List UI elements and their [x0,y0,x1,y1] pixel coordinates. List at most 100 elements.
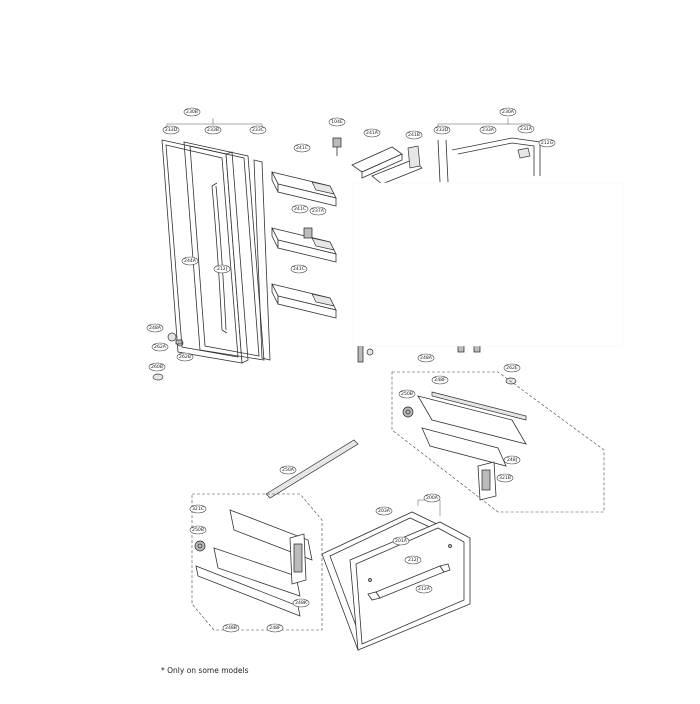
left-rail-bracket-slot [293,543,303,573]
label-text: 233D [165,127,178,133]
right-rail-upper-edge [431,391,527,421]
right-rail-bracket-slot [481,469,491,491]
part-label-p248a: 248A [146,323,164,333]
right-door-edge-2 [445,139,449,183]
label-bubble [405,130,423,140]
part-label-p262e: 262E [503,363,521,373]
part-label-p244a: 244A [181,256,199,266]
drawer-handle-end-right [439,563,451,573]
label-bubble [151,342,169,352]
part-label-p200a: 200A [423,493,441,503]
left-door-handle-edge [215,185,227,331]
label-text: 248A [149,325,162,331]
part-label-p321c: 321C [189,504,207,514]
label-bubble [503,363,521,373]
label-bubble [213,264,231,274]
part-label-p250a: 250A [279,465,297,475]
label-bubble [423,493,441,503]
label-text: 241C [296,145,308,151]
part-label-p248f_r: 248F [431,375,449,385]
label-bubble [204,125,222,135]
left-roller [194,540,206,552]
label-text: 104E [331,119,343,125]
label-bubble [517,124,535,134]
label-text: 231A [520,126,533,132]
bin-front [277,239,337,263]
label-text: 248F [269,625,281,631]
left-door-assembly [152,118,271,381]
left-door-inner-edge [165,144,239,358]
label-bubble [292,598,310,608]
label-bubble [415,584,433,594]
label-bubble [189,504,207,514]
left-door-gasket-inner [189,145,260,357]
label-text: 212G [541,140,554,146]
right-rail-group [391,371,605,513]
right-rail-dashed-box [391,371,605,513]
blanked-region [352,182,624,347]
part-label-p231a: 231A [517,124,535,134]
label-bubble [375,506,393,516]
label-bubble [499,107,517,117]
part-label-p250b_r: 250B [398,389,416,399]
label-bubble [404,555,422,565]
part-label-p230b: 230B [183,107,201,117]
part-label-p212a: 212A [415,584,433,594]
hinge-block [175,339,183,345]
right-roller [402,406,414,418]
part-label-p248b: 248B [222,623,240,633]
bin-window [311,293,335,307]
drawer-label-bracket [417,499,441,516]
label-text: 250B [401,391,413,397]
drawer-front-assembly [321,499,471,651]
part-label-p248f_b: 248F [266,623,284,633]
label-bubble [538,138,556,148]
hinge-part [167,332,177,342]
label-text: 212J [217,266,227,272]
label-bubble [266,623,284,633]
label-bubble [162,125,180,135]
label-text: 248A [420,355,433,361]
label-text: 241B [408,132,420,138]
label-text: 241A [366,130,379,136]
label-bubble [176,352,194,362]
label-text: 233A [482,127,495,133]
right-rail-lower [421,427,507,467]
label-bubble [433,125,451,135]
label-text: 250B [192,527,204,533]
drawer-handle-end [367,591,381,601]
label-bubble [328,117,346,127]
part-label-p321b: 321B [496,473,514,483]
part-label-p250b_b: 250B [189,525,207,535]
footnote: * Only on some models [161,666,249,675]
part-label-p230a: 230A [499,107,517,117]
handle-cap-top [211,182,218,187]
door-bin-1 [271,171,337,207]
part-label-p104e: 104E [328,117,346,127]
left-roller-hub [197,543,203,549]
part-label-p241c_1: 241C [293,143,311,153]
label-text: 262E [506,365,518,371]
bin-window [311,181,335,195]
label-bubble [148,362,166,372]
label-text: 248F [434,377,446,383]
label-text: 200A [426,495,439,501]
door-bin-3 [271,283,337,319]
part-label-p233d_l: 233D [162,125,180,135]
drawer-screw-left [368,578,372,582]
label-text: 321C [192,506,204,512]
label-bubble [183,107,201,117]
label-text: 203A [378,508,391,514]
label-bubble [189,525,207,535]
crossbar [265,439,359,499]
label-bubble [417,353,435,363]
label-text: 248J [507,457,517,463]
label-bubble [363,128,381,138]
left-rail-lower [195,565,301,617]
left-door-handle [211,185,223,331]
bin-window [311,237,335,251]
bin-divider [303,227,313,239]
label-text: 262A [154,344,167,350]
